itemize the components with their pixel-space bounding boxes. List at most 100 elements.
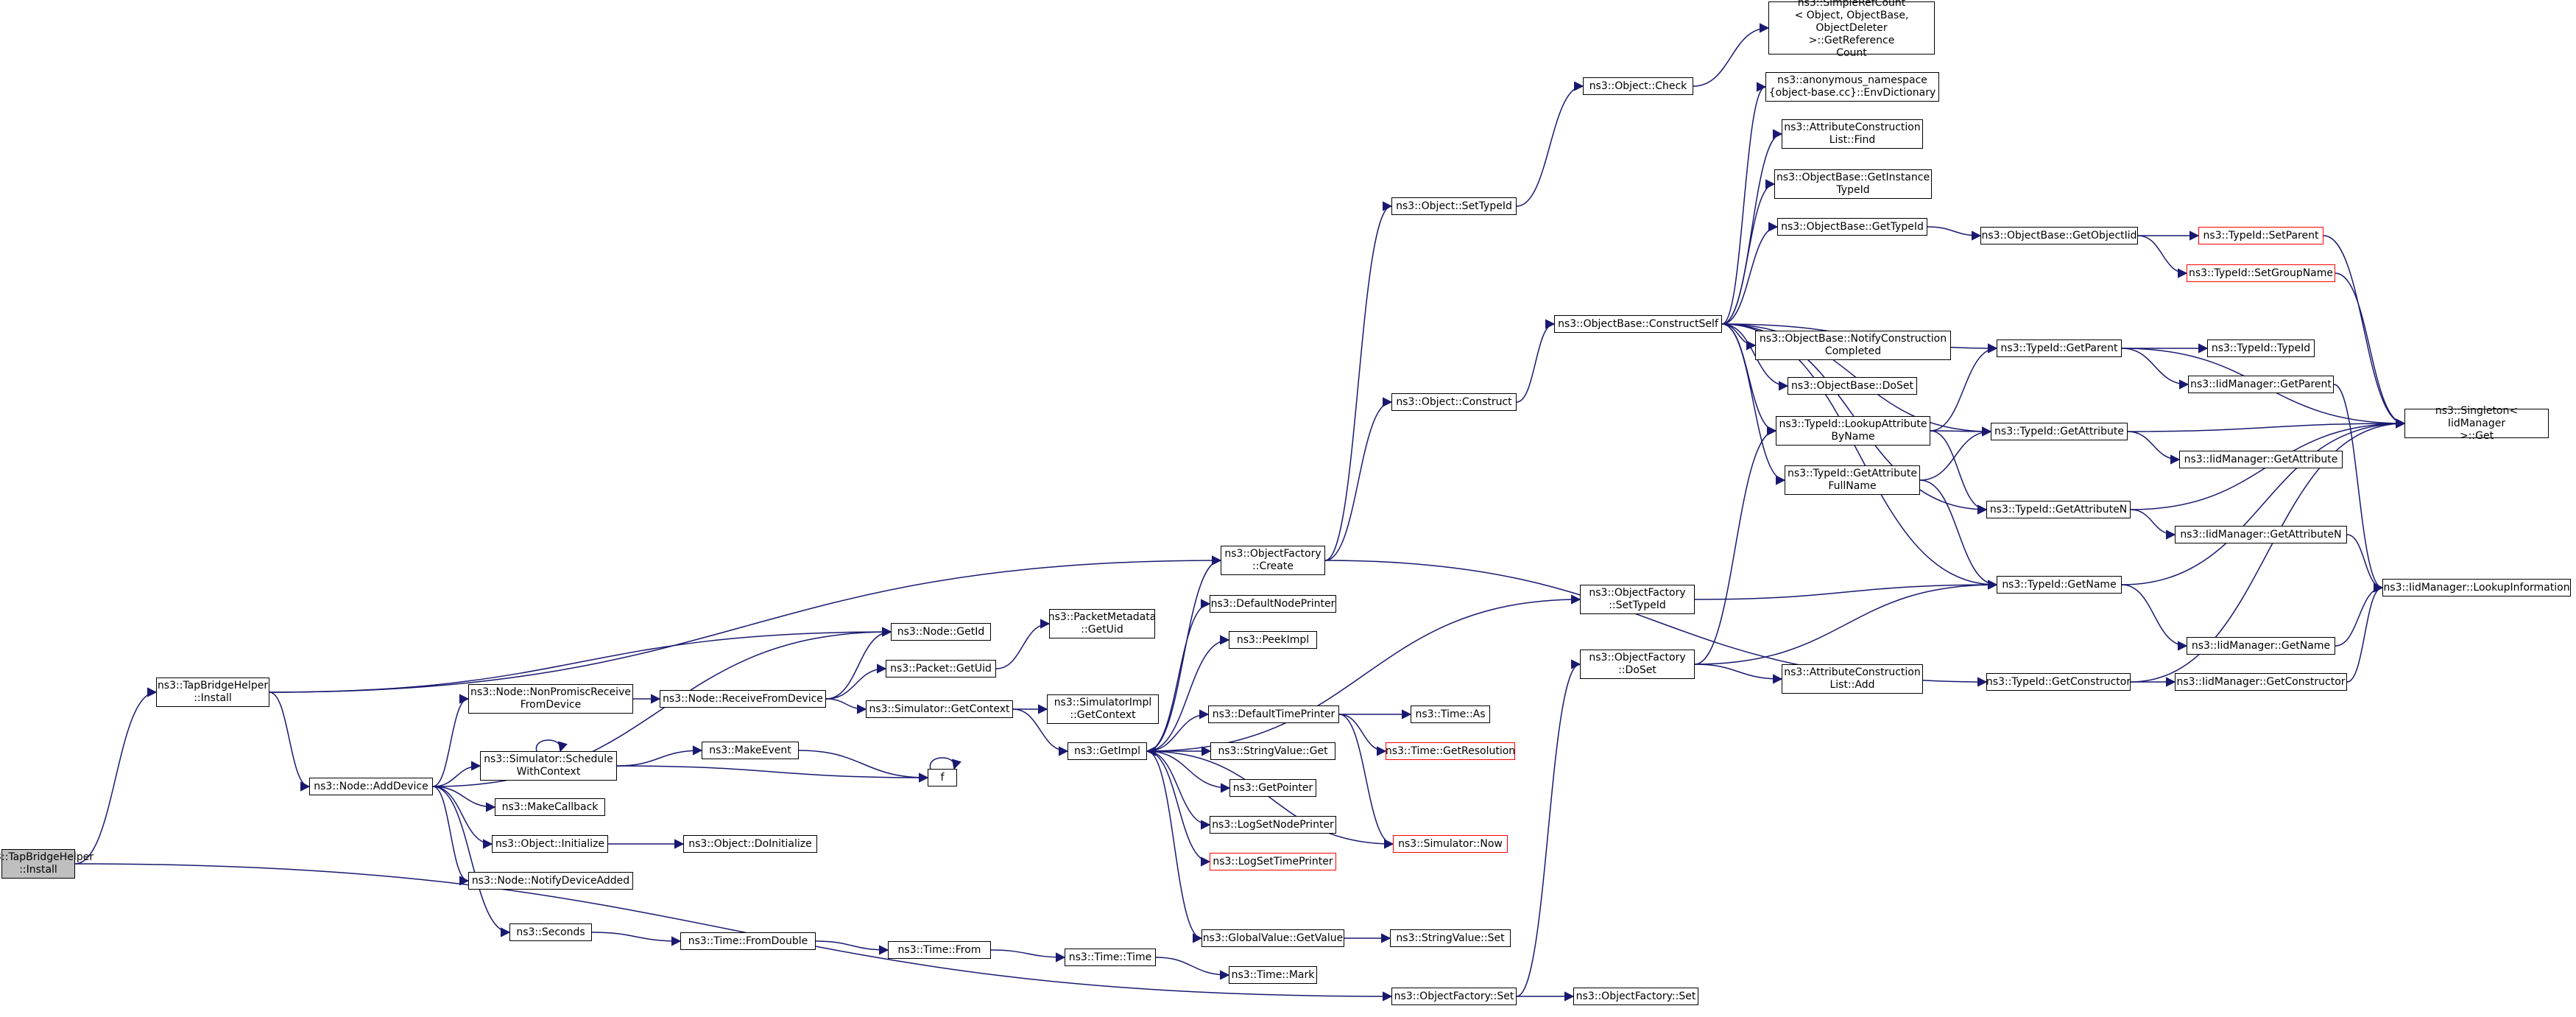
- function-node-node-adddevice[interactable]: ns3::Node::AddDevice: [309, 778, 433, 795]
- call-edge-recv-from-dev-to-node-getid: [825, 627, 892, 700]
- function-node-of-set2[interactable]: ns3::ObjectFactory::Set: [1573, 988, 1698, 1005]
- function-node-simimpl-getctx[interactable]: ns3::SimulatorImpl ::GetContext: [1047, 694, 1159, 724]
- function-node-makecallback[interactable]: ns3::MakeCallback: [495, 798, 605, 816]
- function-node-notify-added[interactable]: ns3::Node::NotifyDeviceAdded: [468, 872, 633, 890]
- call-edge-tid-getname-to-singleton-get: [2121, 418, 2406, 585]
- function-node-envdict[interactable]: ns3::anonymous_namespace {object-base.cc…: [1765, 72, 1939, 102]
- function-node-tid-setparent[interactable]: ns3::TypeId::SetParent: [2198, 227, 2323, 244]
- function-node-time-mark[interactable]: ns3::Time::Mark: [1229, 966, 1317, 984]
- function-node-ob-gettypeid[interactable]: ns3::ObjectBase::GetTypeId: [1777, 218, 1927, 236]
- call-edge-obj-settypeid-to-obj-check: [1516, 81, 1584, 207]
- call-edge-getimpl-to-deftimeprinter: [1146, 709, 1210, 752]
- function-node-install[interactable]: ns3::TapBridgeHelper ::Install: [156, 678, 269, 707]
- function-node-ob-getobjectiid[interactable]: ns3::ObjectBase::GetObjectIid: [1980, 227, 2138, 244]
- call-edge-tid-getparent-to-iid-getparent: [2121, 348, 2189, 390]
- function-node-packet-getuid[interactable]: ns3::Packet::GetUid: [886, 660, 996, 678]
- call-edge-f-to-f: [929, 757, 961, 770]
- function-node-deftimeprinter[interactable]: ns3::DefaultTimePrinter: [1208, 705, 1339, 723]
- function-node-tid-getctor[interactable]: ns3::TypeId::GetConstructor: [1986, 673, 2131, 691]
- function-node-obj-settypeid[interactable]: ns3::Object::SetTypeId: [1391, 197, 1517, 215]
- function-node-obj-doinit[interactable]: ns3::Object::DoInitialize: [683, 835, 817, 853]
- call-edge-sched-ctx-to-makeevent: [616, 745, 703, 767]
- function-node-f[interactable]: f: [928, 769, 957, 786]
- function-node-logtimeprinter[interactable]: ns3::LogSetTimePrinter: [1210, 853, 1336, 870]
- function-node-strval-set[interactable]: ns3::StringValue::Set: [1390, 929, 1511, 947]
- function-node-time-fromdouble[interactable]: ns3::Time::FromDouble: [680, 932, 816, 950]
- call-edge-iid-getctor-to-iid-lookupinfo: [2346, 583, 2384, 683]
- call-edge-node-adddevice-to-nonpromisc: [432, 694, 470, 787]
- call-edge-getimpl-to-defnodeprinter: [1146, 599, 1211, 752]
- function-node-sched-ctx[interactable]: ns3::Simulator::Schedule WithContext: [480, 751, 617, 781]
- function-node-pm-getuid[interactable]: ns3::PacketMetadata ::GetUid: [1048, 609, 1156, 638]
- call-edge-tid-lookup-to-tid-getparent: [1930, 343, 1998, 432]
- function-node-acl-add[interactable]: ns3::AttributeConstruction List::Add: [1782, 664, 1923, 694]
- function-node-node-getid[interactable]: ns3::Node::GetId: [891, 623, 991, 641]
- function-node-obj-init[interactable]: ns3::Object::Initialize: [492, 835, 608, 853]
- function-node-makeevent[interactable]: ns3::MakeEvent: [702, 742, 799, 759]
- function-node-of-create[interactable]: ns3::ObjectFactory ::Create: [1221, 546, 1325, 575]
- call-edge-sim-now-to-getimpl: [1146, 746, 1394, 845]
- function-node-of-set[interactable]: ns3::ObjectFactory::Set: [1391, 988, 1517, 1005]
- function-node-obj-check[interactable]: ns3::Object::Check: [1583, 77, 1693, 95]
- call-edge-time-from-to-time-time: [990, 949, 1066, 963]
- function-node-of-doset[interactable]: ns3::ObjectFactory ::DoSet: [1580, 650, 1695, 679]
- function-node-obj-construct[interactable]: ns3::Object::Construct: [1391, 393, 1517, 411]
- call-edge-tid-setgroup-to-singleton-get: [2335, 272, 2406, 429]
- call-edge-obj-construct-to-ob-constructself: [1516, 319, 1556, 403]
- function-node-time-time[interactable]: ns3::Time::Time: [1065, 949, 1156, 966]
- call-edge-of-doset-to-acl-add: [1694, 664, 1783, 684]
- function-node-time-as[interactable]: ns3::Time::As: [1411, 705, 1490, 723]
- function-node-root[interactable]: ns3::TapBridgeHelper ::Install: [0, 849, 93, 879]
- function-node-tid-getname[interactable]: ns3::TypeId::GetName: [1997, 576, 2122, 594]
- function-node-tid-getattrn[interactable]: ns3::TypeId::GetAttributeN: [1986, 501, 2131, 518]
- function-node-getimpl[interactable]: ns3::GetImpl: [1068, 742, 1147, 760]
- function-node-iid-getattr[interactable]: ns3::IidManager::GetAttribute: [2179, 451, 2343, 468]
- function-node-ob-notify[interactable]: ns3::ObjectBase::NotifyConstruction Comp…: [1755, 331, 1951, 360]
- call-edge-ob-constructself-to-envdict: [1721, 82, 1767, 325]
- function-node-acl-find[interactable]: ns3::AttributeConstruction List::Find: [1782, 119, 1923, 149]
- call-edge-of-doset-to-tid-lookup: [1694, 426, 1777, 665]
- function-node-time-from[interactable]: ns3::Time::From: [888, 941, 991, 959]
- call-edge-ob-constructself-to-tid-getattrfull: [1721, 323, 1786, 485]
- function-node-tid-typeid[interactable]: ns3::TypeId::TypeId: [2207, 339, 2315, 357]
- call-edge-of-settypeid-to-tid-getname: [1694, 580, 1998, 600]
- function-node-ob-getinstance[interactable]: ns3::ObjectBase::GetInstance TypeId: [1774, 169, 1932, 199]
- call-edge-ob-constructself-to-ob-gettypeid: [1721, 222, 1779, 325]
- function-node-sim-getcontext[interactable]: ns3::Simulator::GetContext: [866, 700, 1013, 718]
- function-node-getpointer[interactable]: ns3::GetPointer: [1229, 779, 1316, 797]
- call-edge-getimpl-to-lognodeprinter: [1146, 750, 1211, 830]
- function-node-iid-lookupinfo[interactable]: ns3::IidManager::LookupInformation: [2382, 579, 2571, 597]
- function-node-gv-getvalue[interactable]: ns3::GlobalValue::GetValue: [1201, 929, 1344, 947]
- function-node-defnodeprinter[interactable]: ns3::DefaultNodePrinter: [1210, 595, 1336, 613]
- function-node-of-settypeid[interactable]: ns3::ObjectFactory ::SetTypeId: [1580, 585, 1695, 614]
- function-node-tid-getattrfull[interactable]: ns3::TypeId::GetAttribute FullName: [1785, 465, 1920, 495]
- call-edge-of-doset-to-tid-getname: [1694, 580, 1998, 665]
- function-node-peekimpl[interactable]: ns3::PeekImpl: [1229, 631, 1317, 649]
- call-edge-install-to-node-getid: [269, 627, 892, 693]
- call-edge-ob-constructself-to-acl-find: [1721, 129, 1783, 325]
- function-node-strval-get[interactable]: ns3::StringValue::Get: [1210, 742, 1335, 760]
- call-edge-node-adddevice-to-notify-added: [432, 786, 470, 886]
- function-node-simplerefcount[interactable]: ns3::SimpleRefCount < Object, ObjectBase…: [1768, 0, 1935, 59]
- function-node-ob-doset[interactable]: ns3::ObjectBase::DoSet: [1788, 377, 1917, 395]
- function-node-lognodeprinter[interactable]: ns3::LogSetNodePrinter: [1210, 816, 1336, 834]
- function-node-iid-getattrn[interactable]: ns3::IidManager::GetAttributeN: [2175, 526, 2347, 543]
- function-node-nonpromisc[interactable]: ns3::Node::NonPromiscReceive FromDevice: [468, 684, 633, 714]
- call-edge-node-adddevice-to-makecallback: [432, 786, 496, 812]
- function-node-seconds[interactable]: ns3::Seconds: [509, 923, 592, 941]
- function-node-sim-now[interactable]: ns3::Simulator::Now: [1393, 835, 1508, 853]
- function-node-iid-getname[interactable]: ns3::IidManager::GetName: [2187, 637, 2335, 655]
- function-node-tid-getattr[interactable]: ns3::TypeId::GetAttribute: [1991, 423, 2128, 440]
- function-node-recv-from-dev[interactable]: ns3::Node::ReceiveFromDevice: [660, 690, 826, 708]
- function-node-ob-constructself[interactable]: ns3::ObjectBase::ConstructSelf: [1554, 315, 1722, 333]
- function-node-singleton-get[interactable]: ns3::Singleton< IidManager >::Get: [2404, 405, 2549, 442]
- function-node-tid-lookup[interactable]: ns3::TypeId::LookupAttribute ByName: [1776, 416, 1930, 446]
- call-edge-deftimeprinter-to-sim-now: [1338, 714, 1394, 849]
- function-node-iid-getctor[interactable]: ns3::IidManager::GetConstructor: [2175, 673, 2347, 691]
- function-node-time-getres[interactable]: ns3::Time::GetResolution: [1386, 742, 1515, 760]
- function-node-iid-getparent[interactable]: ns3::IidManager::GetParent: [2188, 376, 2334, 393]
- call-edge-obj-check-to-simplerefcount: [1693, 23, 1770, 87]
- call-edge-sim-getcontext-to-getimpl: [1012, 708, 1069, 756]
- function-node-tid-setgroup[interactable]: ns3::TypeId::SetGroupName: [2187, 264, 2335, 282]
- function-node-tid-getparent[interactable]: ns3::TypeId::GetParent: [1997, 339, 2122, 357]
